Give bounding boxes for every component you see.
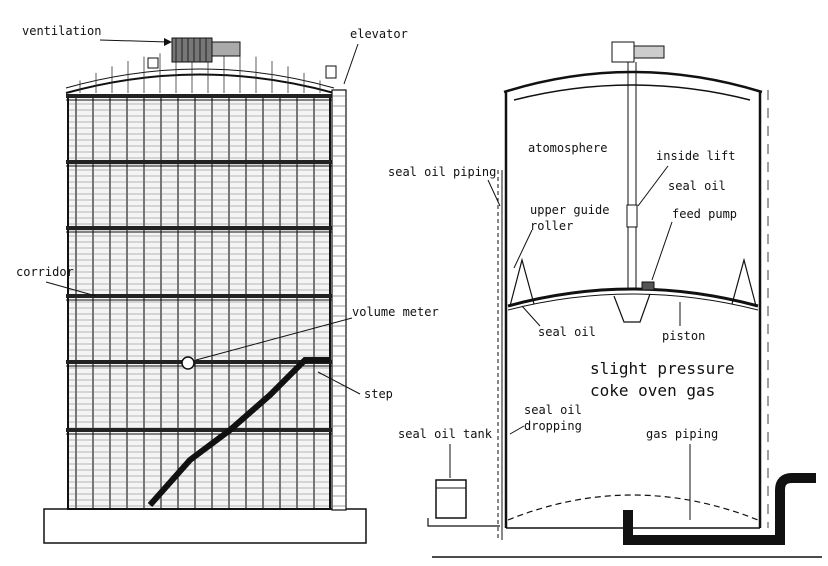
label-volume-meter: volume meter — [352, 305, 439, 319]
tank-bottom — [507, 494, 759, 521]
arrow-feed-pump — [651, 221, 673, 281]
arrow-upper-guide — [513, 229, 533, 269]
left-tank-exterior — [43, 37, 367, 544]
label-ventilation: ventilation — [22, 24, 101, 38]
label-feed-pump: feed pump — [672, 207, 737, 221]
label-seal-oil-piping: seal oil piping — [388, 165, 496, 179]
elevator-rungs — [333, 95, 345, 507]
feed-pump — [641, 281, 655, 291]
arrow-volume-meter — [195, 317, 353, 361]
label-roller: roller — [530, 219, 573, 233]
label-corridor: corridor — [16, 265, 74, 279]
arrow-corridor — [45, 281, 97, 297]
right-annotations: atomosphere inside lift seal oil feed pu… — [388, 141, 737, 520]
label-gas-piping: gas piping — [646, 427, 718, 441]
roof-equipment — [611, 41, 635, 63]
ventilator-motor — [211, 41, 241, 57]
ventilator-box — [171, 37, 213, 63]
volume-meter-dial — [181, 356, 195, 370]
arrow-seal-oil-piping — [487, 179, 501, 207]
label-seal-oil-mid: seal oil — [538, 325, 596, 339]
label-atmosphere: atomosphere — [528, 141, 607, 155]
label-seal-oil-tank: seal oil tank — [398, 427, 493, 441]
elevator-shaft — [331, 89, 347, 511]
label-seal-oil-dropping-2: dropping — [524, 419, 582, 433]
arrow-inside-lift — [637, 165, 669, 207]
label-gas-line2: coke oven gas — [590, 381, 715, 400]
right-tank-section — [427, 41, 822, 558]
piston-underside — [507, 293, 759, 311]
piston-sump — [613, 293, 651, 323]
arrow-seal-oil-mid — [521, 305, 541, 327]
label-gas-line1: slight pressure — [590, 359, 735, 378]
label-elevator: elevator — [350, 27, 408, 41]
gas-pipe-outer — [623, 473, 816, 545]
label-seal-oil-top: seal oil — [668, 179, 726, 193]
stair-edge — [149, 359, 330, 506]
arrow-step — [317, 371, 361, 395]
arrow-elevator — [343, 43, 359, 85]
right-roof-inner — [513, 84, 751, 101]
right-roof — [503, 70, 763, 94]
arrow-seal-oil-dropping — [509, 425, 525, 435]
piston — [507, 287, 759, 308]
label-inside-lift: inside lift — [656, 149, 735, 163]
label-piston: piston — [662, 329, 705, 343]
gas-pipe-inner — [624, 474, 816, 544]
arrow-ventilation — [99, 39, 169, 43]
foundation-slab — [43, 508, 367, 544]
corridor-bands — [66, 94, 334, 435]
label-step: step — [364, 387, 393, 401]
seal-oil-tank — [435, 479, 467, 519]
left-roof — [65, 73, 335, 94]
roof-ribs — [79, 50, 321, 93]
label-seal-oil-dropping-1: seal oil — [524, 403, 582, 417]
left-roof-edge — [65, 68, 335, 89]
label-upper-guide: upper guide — [530, 203, 609, 217]
left-annotations: ventilation elevator corridor volume met… — [16, 24, 439, 401]
inside-lift-car — [626, 204, 638, 228]
